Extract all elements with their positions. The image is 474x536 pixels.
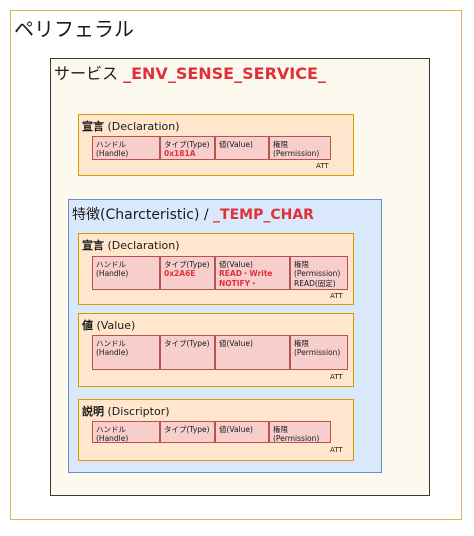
characteristic-descriptor-title: 説明 (Discriptor) [82,405,170,418]
characteristic-property-line2: NOTIFY・INDICATE [219,278,258,289]
characteristic-permission-value: READ(固定) [294,278,336,288]
characteristic-descriptor-value-cell: 値(Value) [215,421,269,443]
characteristic-value-title: 値 (Value) [82,319,136,332]
service-declaration-handle-cell: ハンドル(Handle) [92,136,160,160]
characteristic-declaration-att-label: ATT [330,292,343,300]
characteristic-value-att-label: ATT [330,373,343,381]
peripheral-title: ペリフェラル [14,17,134,41]
characteristic-value-handle-cell: ハンドル(Handle) [92,335,160,370]
service-name: _ENV_SENSE_SERVICE_ [123,64,326,83]
characteristic-declaration-title: 宣言 (Declaration) [82,239,180,252]
characteristic-property-line1: READ・Write [219,269,273,279]
characteristic-title-prefix: 特徴(Charcteristic) / [72,207,209,223]
characteristic-descriptor-type-cell: タイプ(Type) [160,421,215,443]
service-title: サービス _ENV_SENSE_SERVICE_ [54,60,326,84]
service-declaration-title: 宣言 (Declaration) [82,120,180,133]
service-declaration-permission-cell: 権限(Permission) [269,136,331,160]
characteristic-name: _TEMP_CHAR [213,207,314,223]
service-type-value: 0x181A [164,149,196,159]
characteristic-type-value: 0x2A6E [164,269,196,279]
service-title-prefix: サービス [54,64,119,83]
service-declaration-att-label: ATT [316,162,329,170]
characteristic-descriptor-permission-cell: 権限(Permission) [269,421,331,443]
characteristic-value-permission-cell: 権限(Permission) [290,335,348,370]
characteristic-descriptor-handle-cell: ハンドル(Handle) [92,421,160,443]
characteristic-declaration-type-cell: タイプ(Type) 0x2A6E [160,256,215,290]
characteristic-value-type-cell: タイプ(Type) [160,335,215,370]
characteristic-value-value-cell: 値(Value) [215,335,290,370]
characteristic-declaration-value-cell: 値(Value) READ・Write NOTIFY・INDICATE [215,256,290,290]
characteristic-declaration-handle-cell: ハンドル(Handle) [92,256,160,290]
service-declaration-type-cell: タイプ(Type) 0x181A [160,136,215,160]
characteristic-descriptor-att-label: ATT [330,446,343,454]
service-declaration-value-cell: 値(Value) [215,136,269,160]
characteristic-declaration-permission-cell: 権限(Permission) READ(固定) [290,256,348,290]
characteristic-title: 特徴(Charcteristic) / _TEMP_CHAR [72,204,314,224]
